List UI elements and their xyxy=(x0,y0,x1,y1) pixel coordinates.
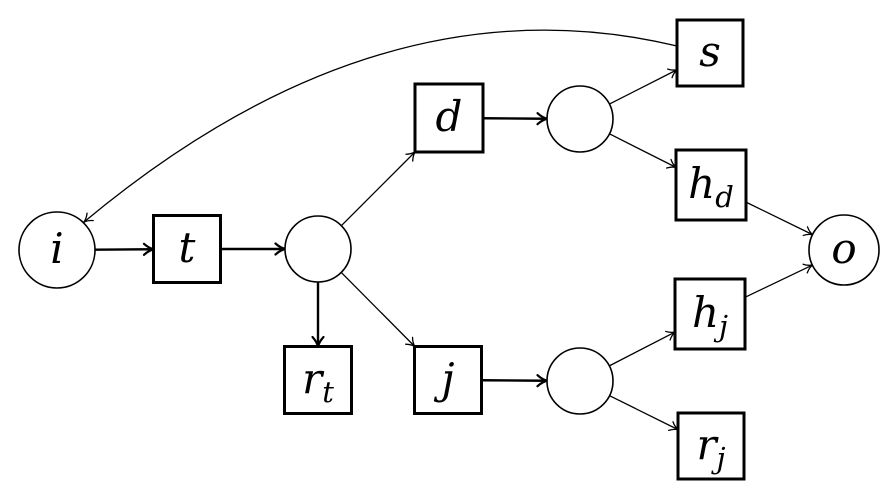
node-rt: rt xyxy=(283,345,353,415)
transition-square-rj xyxy=(676,411,746,481)
node-p3 xyxy=(546,347,614,415)
node-label-t: t xyxy=(179,223,196,272)
edge-p2-s xyxy=(609,68,678,105)
node-rj: rj xyxy=(676,411,746,481)
place-circle-p3 xyxy=(546,347,614,415)
edge-p3-rj xyxy=(609,395,679,432)
node-hj: hj xyxy=(673,277,747,351)
node-hd: hd xyxy=(674,148,748,222)
node-label-hj: hj xyxy=(692,288,728,343)
transition-square-t xyxy=(152,214,222,284)
transition-square-j xyxy=(413,345,483,415)
node-label-rj: rj xyxy=(696,420,725,475)
node-label-rt: rt xyxy=(302,354,334,409)
edge-p1-j xyxy=(340,271,416,348)
edge-s-i xyxy=(83,29,678,223)
edge-p3-hj xyxy=(609,330,676,367)
node-label-s: s xyxy=(699,27,721,76)
place-circle-o xyxy=(808,214,880,286)
node-t: t xyxy=(152,214,222,284)
node-p2 xyxy=(546,85,614,153)
transition-square-hd xyxy=(674,148,748,222)
edge-hd-o xyxy=(745,201,814,237)
node-o: o xyxy=(808,214,880,286)
node-label-i: i xyxy=(50,224,63,273)
node-j: j xyxy=(413,345,483,415)
transition-square-rt xyxy=(283,345,353,415)
place-circle-i xyxy=(18,211,96,289)
node-i: i xyxy=(18,211,96,289)
edge-hj-o xyxy=(744,263,814,298)
node-label-hd: hd xyxy=(688,159,734,214)
node-label-o: o xyxy=(831,224,856,273)
place-circle-p1 xyxy=(284,215,352,283)
node-s: s xyxy=(675,18,745,88)
edge-p2-hd xyxy=(609,133,677,169)
place-circle-p2 xyxy=(546,85,614,153)
transition-square-d xyxy=(413,82,485,154)
edge-p1-d xyxy=(340,151,416,227)
transition-square-hj xyxy=(673,277,747,351)
node-p1 xyxy=(284,215,352,283)
node-d: d xyxy=(413,82,485,154)
node-label-d: d xyxy=(436,92,463,141)
transition-square-s xyxy=(675,18,745,88)
